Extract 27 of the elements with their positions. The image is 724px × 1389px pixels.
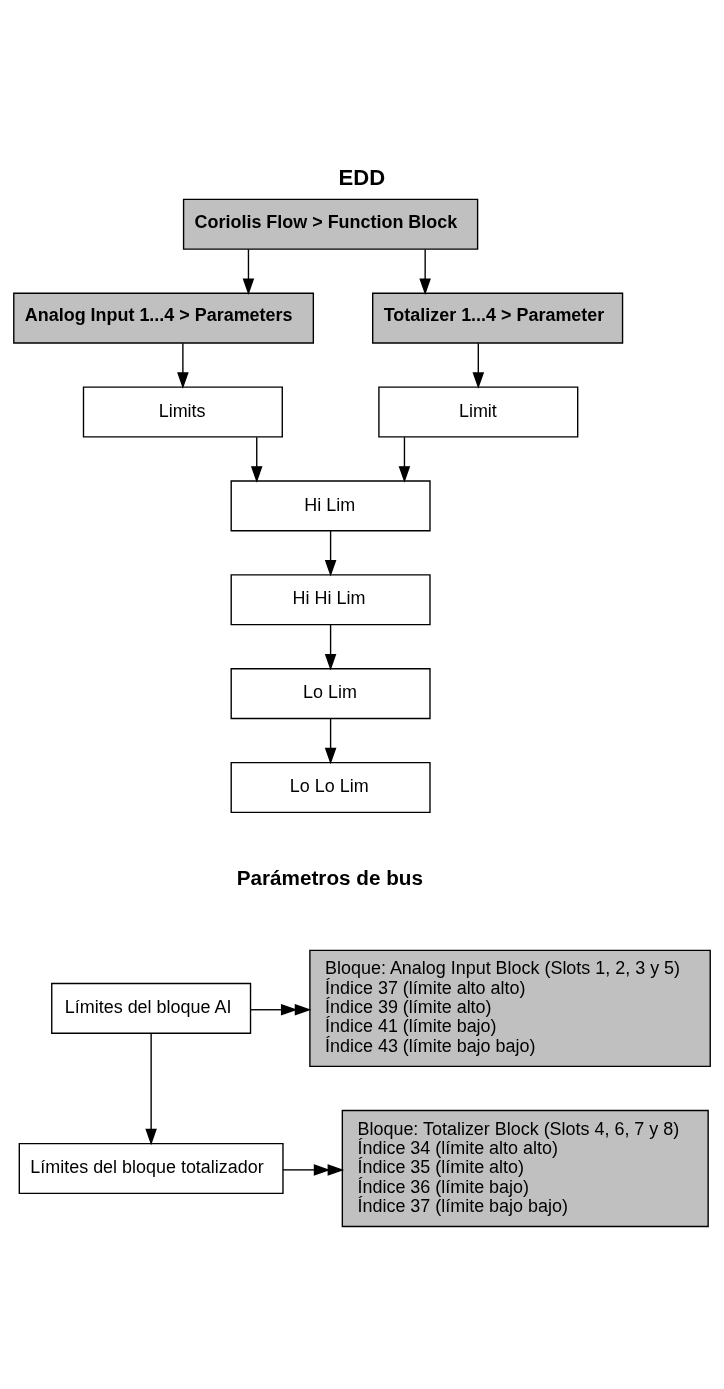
node-box: Limit	[378, 385, 579, 438]
arrow	[242, 248, 255, 295]
node-box: Hi Hi Lim	[230, 573, 431, 625]
arrow	[324, 529, 337, 577]
node-box: Hi Lim	[230, 479, 431, 531]
arrow	[249, 1003, 312, 1016]
arrow	[250, 435, 263, 483]
node-box: Limits	[82, 385, 283, 438]
node-box: Límites del bloque AI	[51, 982, 252, 1034]
node-box: Lo Lo Lim	[230, 761, 431, 813]
label: Parámetros de bus	[236, 865, 423, 889]
node-box: Lo Lim	[230, 667, 431, 719]
arrow	[145, 1032, 157, 1145]
arrow	[282, 1163, 345, 1176]
node-box: Analog Input 1...4 > Parameters	[13, 292, 315, 344]
arrow	[324, 623, 337, 670]
arrow	[419, 248, 431, 295]
arrow	[398, 435, 411, 483]
arrow	[472, 342, 485, 389]
node-box: Coriolis Flow > Function Block	[182, 198, 479, 250]
arrow	[177, 342, 189, 389]
node-box: Bloque: Totalizer Block (Slots 4, 6, 7 y 8) Índice 34 (límite alto alto) Índice 35 (límite alto) Índice 36 (límite bajo) Índice 37 (límite bajo bajo)	[341, 1109, 709, 1227]
node-box: Bloque: Analog Input Block (Slots 1, 2, 3 y 5) Índice 37 (límite alto alto) Índice 39 (límite alto) Índice 41 (límite bajo) Índice 43 (límite bajo bajo)	[309, 949, 711, 1067]
diagram-title: EDD	[338, 164, 386, 190]
node-box: Totalizer 1...4 > Parameter	[372, 292, 624, 344]
node-box: Límites del bloque totalizador	[18, 1142, 284, 1194]
arrow	[324, 717, 337, 764]
